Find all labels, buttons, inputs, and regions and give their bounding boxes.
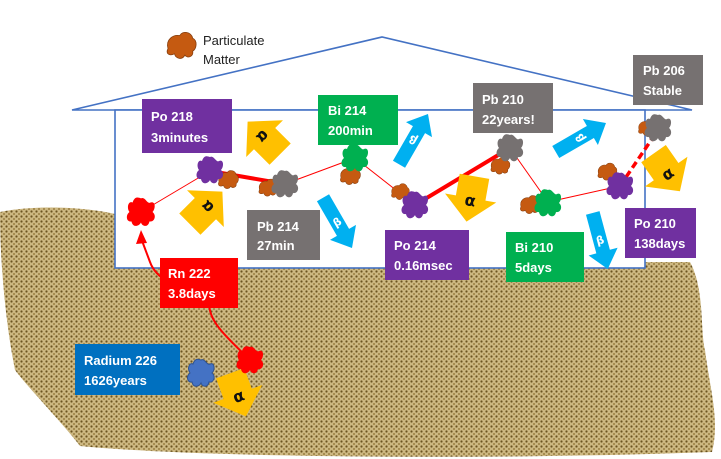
particulate-matter-icon	[166, 31, 197, 60]
legend-label-line2: Matter	[203, 52, 241, 67]
svg-text:Bi 210: Bi 210	[515, 240, 553, 255]
alpha-arrow-4: α	[445, 173, 497, 222]
label-po-210: Po 210 138days	[625, 208, 696, 258]
beta-arrow-1: β	[316, 194, 356, 248]
beta-arrow-2: β	[392, 114, 432, 168]
label-pb-210: Pb 210 22years!	[473, 83, 553, 133]
label-radium-226: Radium 226 1626years	[75, 344, 180, 395]
svg-text:Rn 222: Rn 222	[168, 266, 211, 281]
svg-text:Stable: Stable	[643, 83, 682, 98]
svg-text:5days: 5days	[515, 260, 552, 275]
alpha-symbol: α	[463, 190, 477, 211]
label-po-218: Po 218 3minutes	[142, 99, 232, 153]
svg-text:Po 218: Po 218	[151, 109, 193, 124]
svg-text:Pb 214: Pb 214	[257, 219, 300, 234]
svg-text:138days: 138days	[634, 236, 685, 251]
svg-text:3.8days: 3.8days	[168, 286, 216, 301]
beta-arrow-4: β	[585, 211, 618, 269]
alpha-arrow-1: α	[213, 368, 263, 417]
beta-symbol: β	[595, 233, 606, 248]
label-bi-210: Bi 210 5days	[506, 232, 584, 282]
pb-206-nucleus	[644, 114, 672, 142]
label-pb-206: Pb 206 Stable	[633, 55, 703, 105]
svg-text:Po 214: Po 214	[394, 238, 437, 253]
label-bi-214: Bi 214 200min	[318, 95, 398, 145]
alpha-arrow-3: α	[246, 120, 291, 165]
svg-text:Pb 210: Pb 210	[482, 92, 524, 107]
label-po-214: Po 214 0.16msec	[385, 230, 469, 280]
svg-text:27min: 27min	[257, 238, 295, 253]
svg-text:3minutes: 3minutes	[151, 130, 208, 145]
svg-text:Radium 226: Radium 226	[84, 353, 157, 368]
svg-text:200min: 200min	[328, 123, 373, 138]
svg-text:22years!: 22years!	[482, 112, 535, 127]
svg-text:Bi 214: Bi 214	[328, 103, 367, 118]
label-pb-214: Pb 214 27min	[247, 210, 320, 260]
legend-label-line1: Particulate	[203, 33, 264, 48]
rn-migration-arrowhead	[136, 230, 147, 244]
svg-text:Po 210: Po 210	[634, 216, 676, 231]
alpha-arrow-5: α	[641, 145, 688, 192]
svg-text:0.16msec: 0.16msec	[394, 258, 453, 273]
svg-text:1626years: 1626years	[84, 373, 147, 388]
alpha-arrow-2: α	[179, 190, 224, 235]
beta-arrow-3: β	[552, 119, 606, 159]
label-rn-222: Rn 222 3.8days	[160, 258, 238, 308]
svg-text:Pb 206: Pb 206	[643, 63, 685, 78]
